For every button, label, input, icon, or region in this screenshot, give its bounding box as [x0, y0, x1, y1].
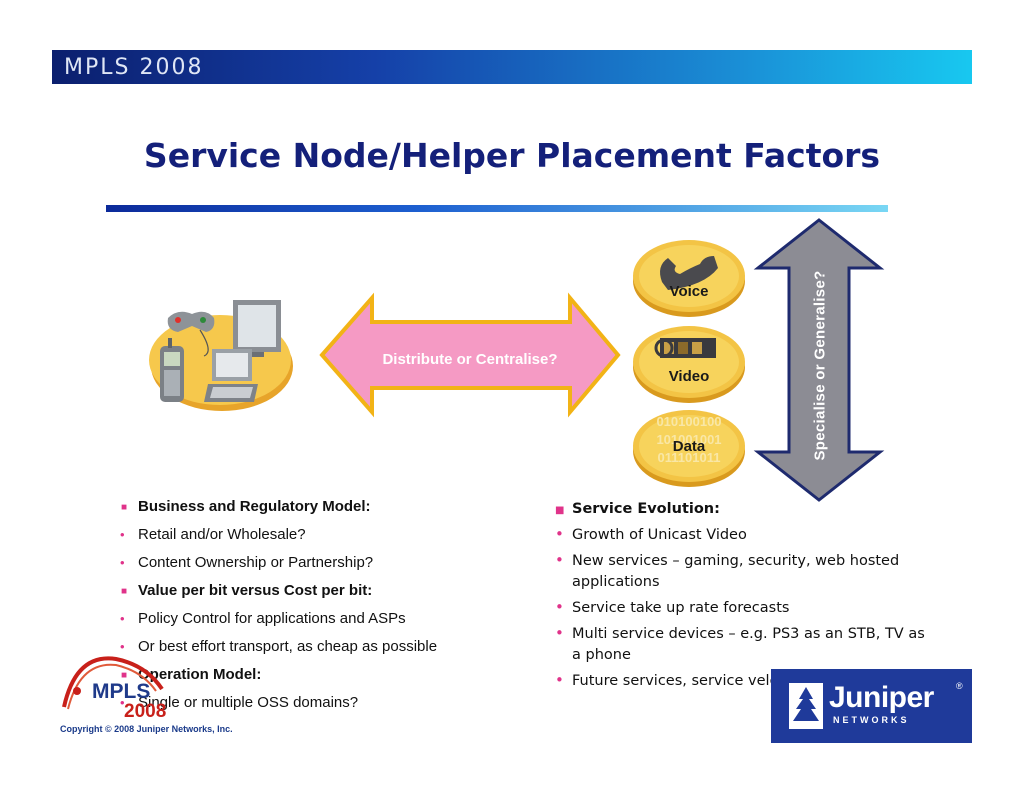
left-bullet-list: ■Business and Regulatory Model: •Retail …: [118, 497, 518, 721]
data-label: Data: [672, 438, 706, 455]
svg-text:011101011: 011101011: [658, 450, 721, 465]
square-bullet-icon: ■: [121, 670, 128, 681]
mobile-phone-icon: [160, 338, 184, 402]
juniper-tree-icon: [789, 683, 823, 729]
dot-bullet-icon: •: [120, 555, 125, 570]
slide-title: Service Node/Helper Placement Factors: [143, 136, 881, 175]
dot-bullet-icon: •: [555, 525, 564, 543]
specialise-generalise-arrow: [753, 218, 885, 502]
list-item: •Or best effort transport, as cheap as p…: [120, 638, 438, 655]
gamepad-icon: [167, 311, 215, 357]
list-item: ■Business and Regulatory Model:: [121, 498, 371, 515]
list-item: ■Service Evolution:: [552, 499, 932, 520]
right-bullet-list: ■Service Evolution: •Growth of Unicast V…: [552, 499, 932, 697]
list-item: •Future services, service velocity: [555, 671, 805, 689]
devices-illustration: [149, 300, 293, 411]
dot-bullet-icon: •: [555, 551, 564, 569]
svg-text:010100100: 010100100: [656, 414, 721, 429]
square-bullet-icon: ■: [555, 505, 565, 516]
list-item: •Multi service devices – e.g. PS3 as an …: [555, 624, 925, 663]
voice-label: Voice: [669, 283, 709, 300]
square-bullet-icon: ■: [121, 502, 128, 513]
dot-bullet-icon: •: [120, 527, 125, 542]
telephone-handset-icon: [660, 256, 718, 290]
film-strip-icon: [654, 338, 716, 358]
list-item: ■Value per bit versus Cost per bit:: [121, 582, 373, 599]
dot-bullet-icon: •: [555, 624, 564, 642]
mpls-logo-text: MPLS: [92, 680, 151, 703]
list-item: •Content Ownership or Partnership?: [120, 554, 374, 571]
square-bullet-icon: ■: [121, 586, 128, 597]
svg-text:101001001: 101001001: [656, 432, 721, 447]
juniper-wordmark: Juniper: [829, 681, 934, 714]
title-underline: [106, 205, 888, 212]
dot-bullet-icon: •: [120, 695, 125, 710]
distribute-centralise-label: Distribute or Centralise?: [382, 351, 558, 368]
juniper-registered-mark: ®: [956, 681, 963, 691]
list-item: ■Operation Model:: [121, 666, 262, 683]
specialise-generalise-label: Specialise or Generalise?: [811, 270, 829, 461]
mpls-logo-year: 2008: [124, 701, 167, 722]
dot-bullet-icon: •: [555, 671, 564, 689]
data-coin: 010100100 101001001 011101011: [633, 410, 745, 487]
copyright-text: Copyright © 2008 Juniper Networks, Inc.: [60, 724, 233, 734]
list-item: •Single or multiple OSS domains?: [120, 694, 359, 711]
video-coin: [633, 326, 745, 403]
list-item: •Retail and/or Wholesale?: [120, 526, 306, 543]
distribute-centralise-arrow: [319, 292, 621, 418]
juniper-tagline: NETWORKS: [833, 715, 910, 725]
voice-coin: [633, 240, 745, 317]
list-item: •New services – gaming, security, web ho…: [555, 551, 900, 590]
header-banner: MPLS 2008: [52, 50, 972, 84]
dot-bullet-icon: •: [120, 639, 125, 654]
dot-bullet-icon: •: [555, 598, 564, 616]
banner-text: MPLS 2008: [64, 55, 204, 80]
list-item: •Growth of Unicast Video: [555, 525, 747, 543]
video-label: Video: [668, 368, 710, 385]
dot-bullet-icon: •: [120, 611, 125, 626]
monitor-icon: [233, 300, 281, 357]
juniper-logo: Juniper ® NETWORKS: [771, 669, 972, 743]
laptop-icon: [204, 349, 258, 402]
list-item: •Policy Control for applications and ASP…: [120, 610, 406, 627]
list-item: •Service take up rate forecasts: [555, 598, 790, 616]
mpls-event-logo: [62, 656, 164, 710]
